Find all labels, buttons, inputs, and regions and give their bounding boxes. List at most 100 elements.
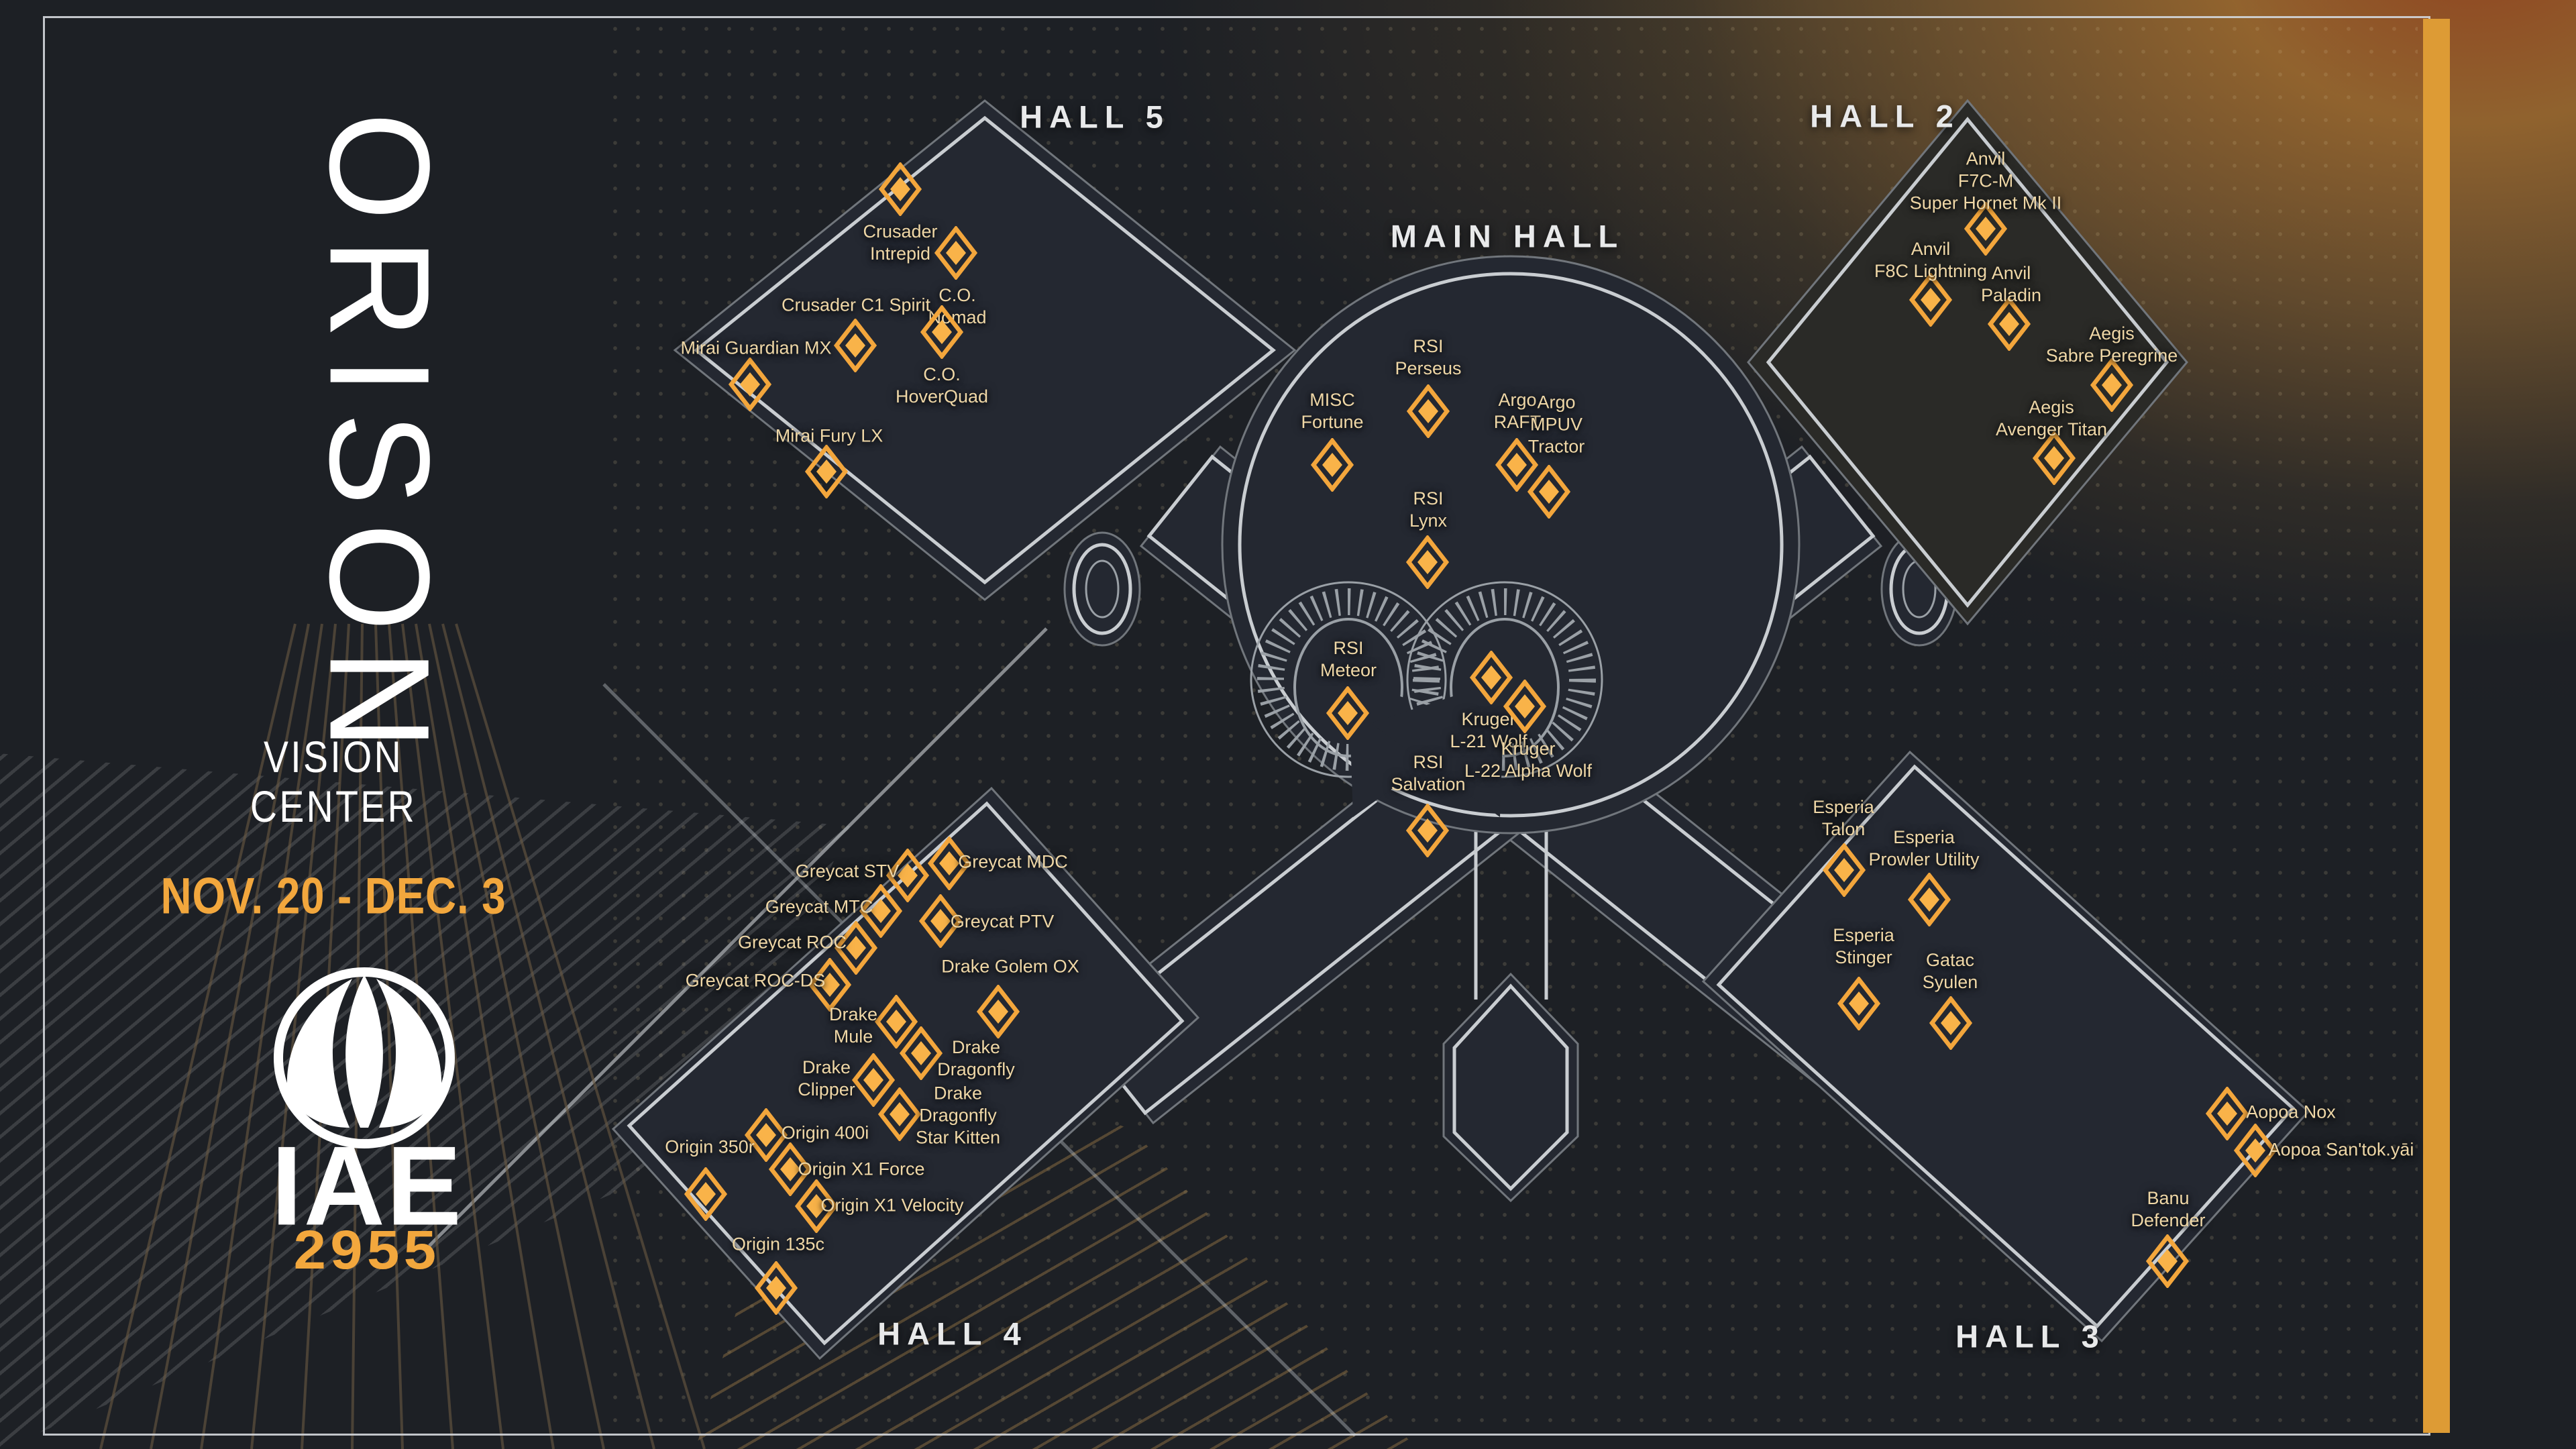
exhibit-marker [977, 985, 1020, 1038]
exhibit-label: Origin 400i [781, 1122, 869, 1143]
exhibit-marker [875, 995, 918, 1049]
hall-title-hall-5: HALL 5 [1020, 99, 1170, 135]
exhibit-marker [1311, 438, 1354, 492]
exhibit-marker [886, 849, 929, 902]
exhibit-label: Origin 350r [665, 1136, 755, 1157]
exhibit-marker [795, 1179, 838, 1233]
event-dates: NOV. 20 - DEC. 3 [160, 867, 506, 925]
exhibit-marker [852, 1053, 895, 1107]
exhibit-marker [1909, 273, 1952, 327]
exhibit-label: C.O.HoverQuad [895, 364, 989, 407]
exhibit-marker [1406, 804, 1449, 857]
exhibit-label: Greycat PTV [950, 911, 1055, 932]
exhibit-marker [1929, 996, 1972, 1050]
hall-title-hall-4: HALL 4 [877, 1316, 1028, 1352]
exhibit-marker [934, 226, 977, 280]
venue-name-line1: VISION [263, 732, 404, 782]
hall-2-shape [1747, 99, 2188, 626]
accent-gold-bar [2423, 19, 2450, 1433]
exhibit-label: Aopoa San'tok.yāi [2268, 1139, 2414, 1160]
exhibit-label: Origin X1 Velocity [820, 1195, 964, 1216]
exhibit-marker [900, 1026, 943, 1080]
exhibit-marker [2033, 431, 2076, 485]
hall-title-hall-2: HALL 2 [1810, 98, 1960, 134]
exhibit-label: Origin X1 Force [798, 1159, 925, 1179]
exhibit-label: Crusader C1 Spirit [781, 294, 931, 315]
exhibit-label: Greycat MTC [765, 896, 873, 917]
exhibit-label: Greycat ROC-DS [685, 970, 826, 991]
exhibit-marker [1823, 843, 1866, 897]
exhibit-marker [1406, 535, 1449, 589]
exhibit-marker [1988, 297, 2031, 351]
exhibit-marker [919, 894, 962, 948]
exhibit-marker [684, 1167, 727, 1221]
exhibit-marker [1908, 873, 1951, 926]
exhibit-marker [808, 958, 851, 1012]
exhibit-marker [859, 884, 902, 938]
exhibit-marker [2234, 1124, 2277, 1177]
light-streak [428, 627, 1048, 1247]
exhibit-marker [729, 358, 771, 411]
exhibit-marker [920, 305, 963, 359]
location-title-vertical: ORISON [299, 111, 459, 767]
expo-year: 2955 [293, 1220, 441, 1281]
exhibit-label: Aopoa Nox [2246, 1102, 2336, 1122]
exhibit-label: Mirai Fury LX [775, 425, 883, 446]
exhibit-marker [2090, 358, 2133, 412]
exhibit-marker [879, 162, 922, 216]
iae-expo-logo [274, 967, 455, 1148]
main-hall-south-annex [1442, 815, 1579, 1203]
exhibit-label: Mirai Guardian MX [680, 337, 832, 358]
venue-name-line2: CENTER [250, 782, 417, 831]
hall-3-shape [1701, 750, 2310, 1343]
exhibit-label: Origin 135c [731, 1234, 825, 1254]
exhibit-label: C.O.Nomad [928, 285, 987, 327]
exhibit-marker [2206, 1087, 2249, 1140]
exhibit-marker [745, 1108, 788, 1162]
exhibit-marker [1527, 465, 1570, 519]
exhibit-label: Drake Golem OX [941, 956, 1079, 977]
hall-title-hall-3: HALL 3 [1955, 1318, 2106, 1354]
exhibit-marker [2146, 1234, 2189, 1288]
exhibit-marker [1407, 384, 1450, 438]
expo-acronym: IAE [270, 1122, 464, 1249]
exhibit-marker [1503, 680, 1546, 733]
exhibit-marker [805, 445, 848, 498]
exhibit-label: Greycat STV [795, 861, 900, 881]
exhibit-marker [834, 319, 877, 372]
junction-ring-west [1063, 531, 1141, 647]
exhibit-marker [1964, 202, 2007, 256]
stage-fan-east [1371, 581, 1603, 817]
exhibit-marker [878, 1087, 921, 1141]
exhibit-marker [1470, 651, 1513, 704]
exhibit-marker [1837, 977, 1880, 1030]
exhibit-marker [1326, 686, 1369, 740]
exhibit-marker [755, 1261, 798, 1315]
exhibit-label: Greycat ROC [737, 932, 847, 953]
exhibit-label: Greycat MDC [958, 851, 1068, 872]
